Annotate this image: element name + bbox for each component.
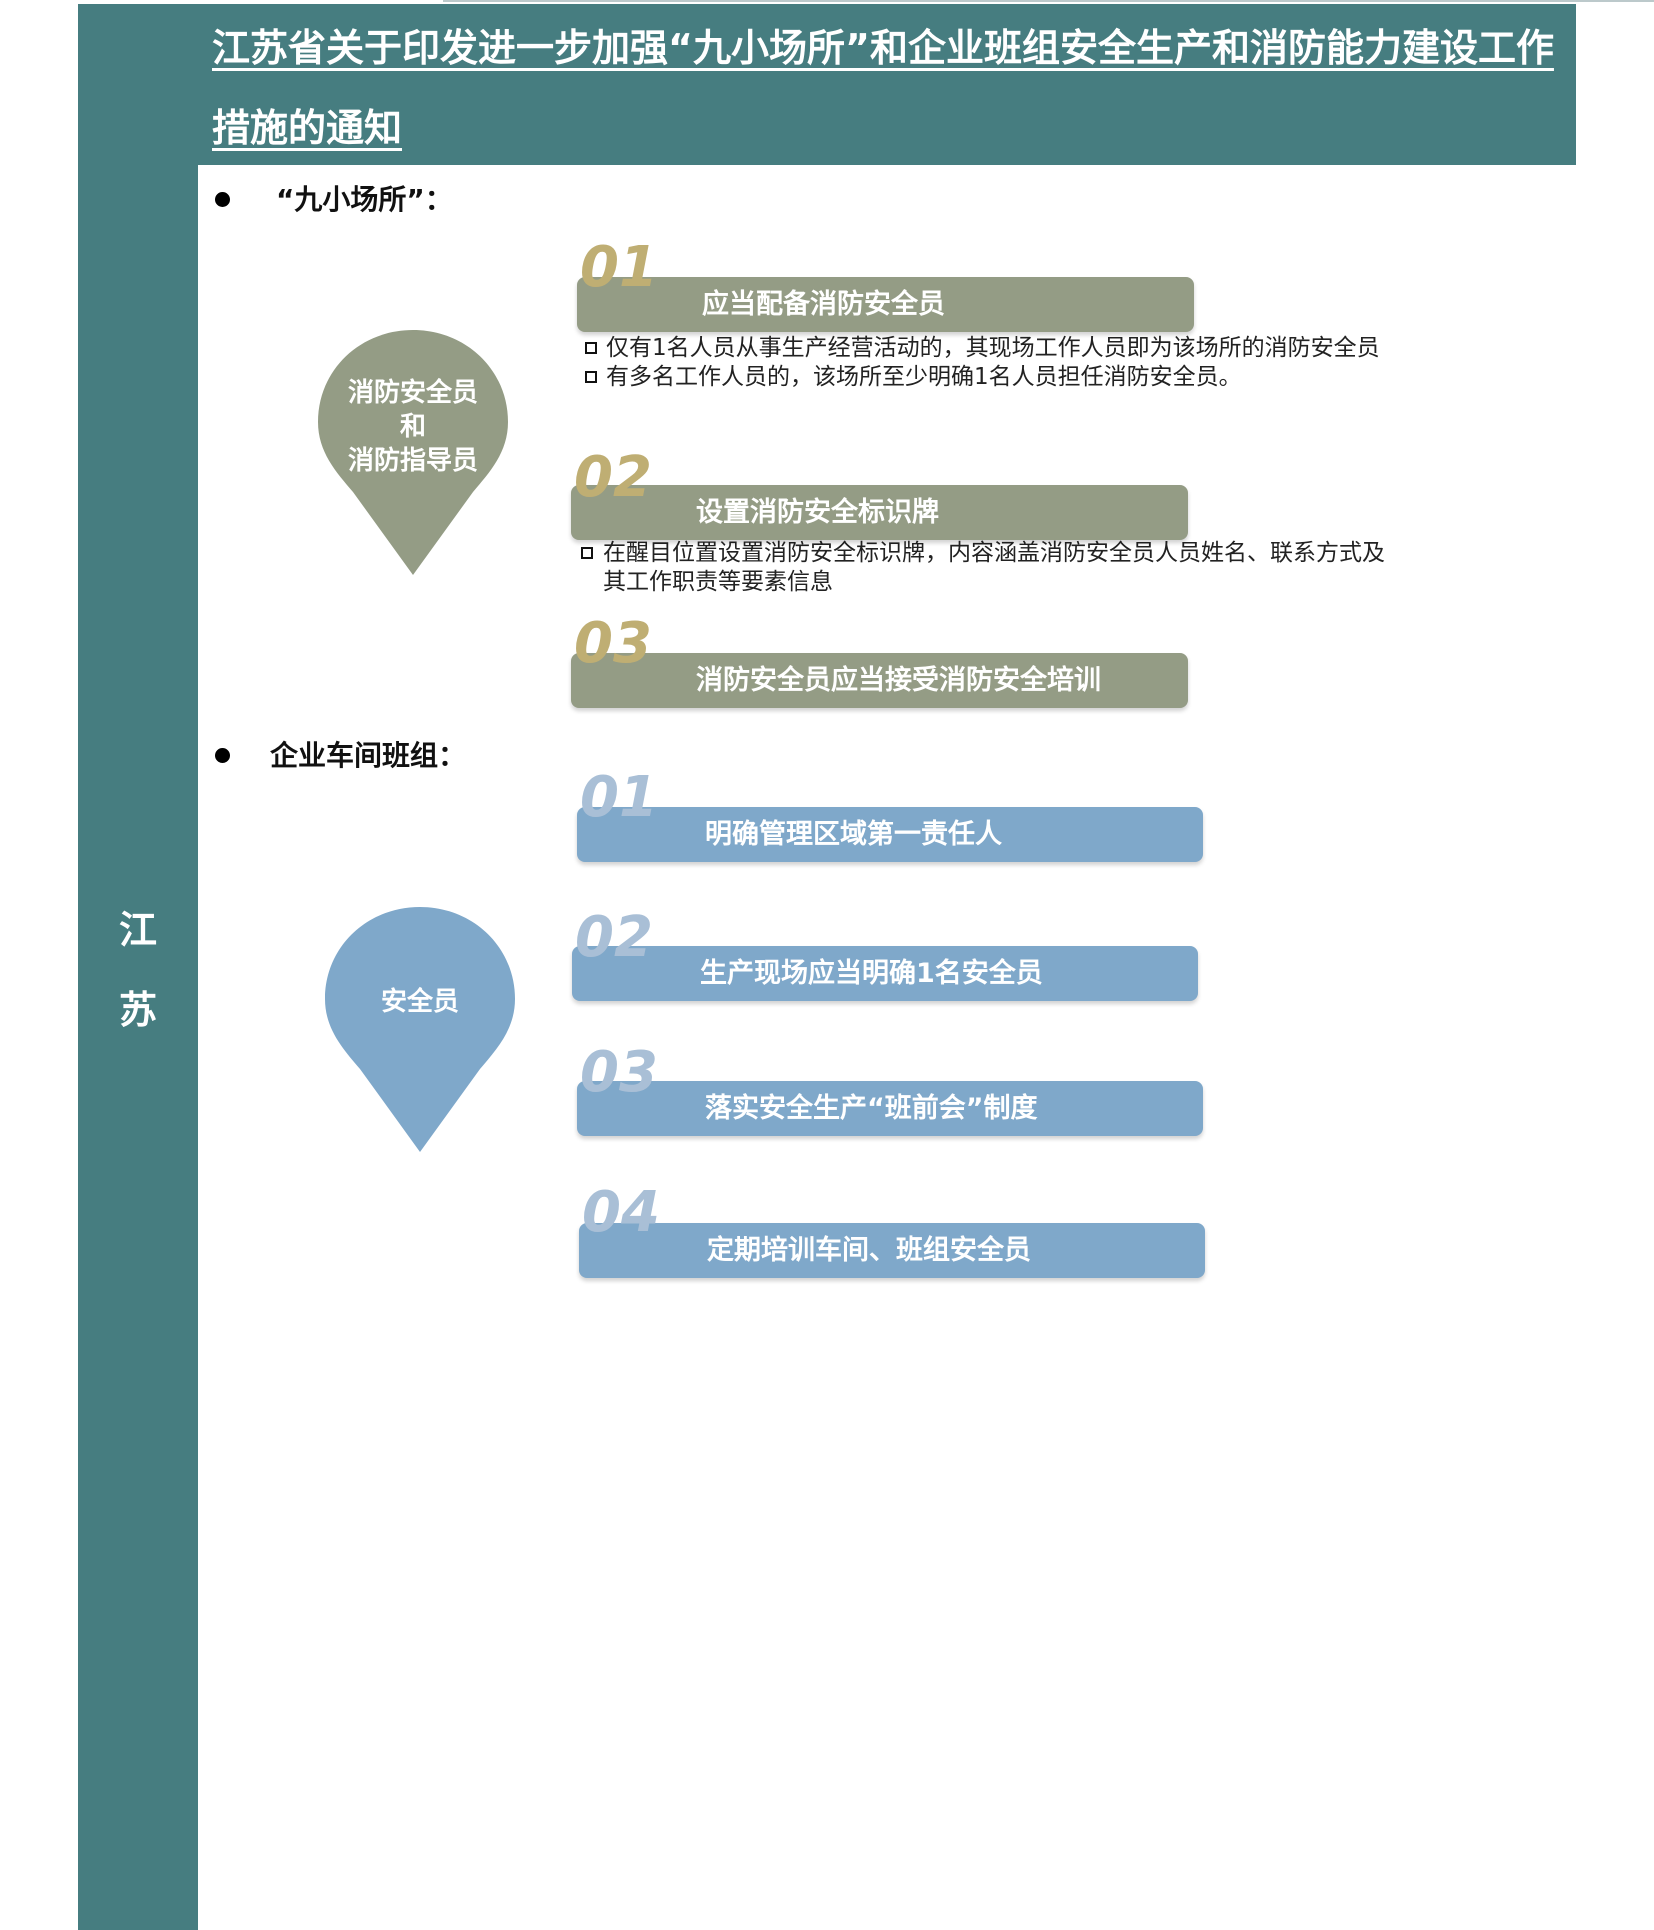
- step-bar: 落实安全生产“班前会”制度: [577, 1081, 1203, 1136]
- step-detail: 在醒目位置设置消防安全标识牌，内容涵盖消防安全员人员姓名、联系方式及: [603, 540, 1385, 566]
- checkbox-icon: [585, 342, 597, 354]
- step-number: 04: [582, 1180, 660, 1245]
- section-label-nine-venues: “九小场所”：: [276, 183, 453, 216]
- step-bar: 生产现场应当明确1名安全员: [572, 946, 1198, 1001]
- map-pin-icon: [325, 907, 515, 1152]
- pin-label-line: 和: [399, 412, 426, 442]
- step-bar: 消防安全员应当接受消防安全培训: [571, 653, 1188, 708]
- region-char: 江: [118, 908, 157, 952]
- step-detail: 其工作职责等要素信息: [603, 569, 833, 595]
- sidebar: [78, 4, 198, 1930]
- header-banner: [198, 4, 1576, 165]
- checkbox-icon: [585, 371, 597, 383]
- map-pin-icon: [318, 330, 508, 575]
- step-detail: 有多名工作人员的，该场所至少明确1名人员担任消防安全员。: [606, 364, 1242, 390]
- step-number: 01: [580, 765, 658, 830]
- section-bullet: [215, 192, 230, 207]
- step-bar: 定期培训车间、班组安全员: [579, 1223, 1205, 1278]
- page-title: 江苏省关于印发进一步加强“九小场所”和企业班组安全生产和消防能力建设工作措施的通…: [212, 26, 1554, 150]
- checkbox-icon: [581, 547, 593, 559]
- pin-label-line: 消防安全员: [347, 378, 478, 408]
- step-number: 02: [574, 445, 652, 510]
- step-number: 03: [580, 1040, 658, 1105]
- step-detail: 仅有1名人员从事生产经营活动的，其现场工作人员即为该场所的消防安全员: [606, 335, 1380, 361]
- section-label-workshop-teams: 企业车间班组：: [270, 739, 467, 772]
- step-bar: 应当配备消防安全员: [577, 277, 1194, 332]
- sidebar-region-label: 江 苏: [78, 890, 198, 1050]
- pin-label: 消防安全员 和 消防指导员: [318, 376, 508, 478]
- pin-label-line: 消防指导员: [347, 446, 478, 476]
- top-rule: [443, 0, 1654, 2]
- section-bullet: [215, 748, 230, 763]
- step-number: 03: [574, 611, 652, 676]
- step-bar: 明确管理区域第一责任人: [577, 807, 1203, 862]
- step-bar: 设置消防安全标识牌: [571, 485, 1188, 540]
- pin-label: 安全员: [380, 987, 459, 1017]
- step-number: 01: [580, 235, 658, 300]
- region-char: 苏: [118, 988, 157, 1032]
- step-number: 02: [575, 905, 653, 970]
